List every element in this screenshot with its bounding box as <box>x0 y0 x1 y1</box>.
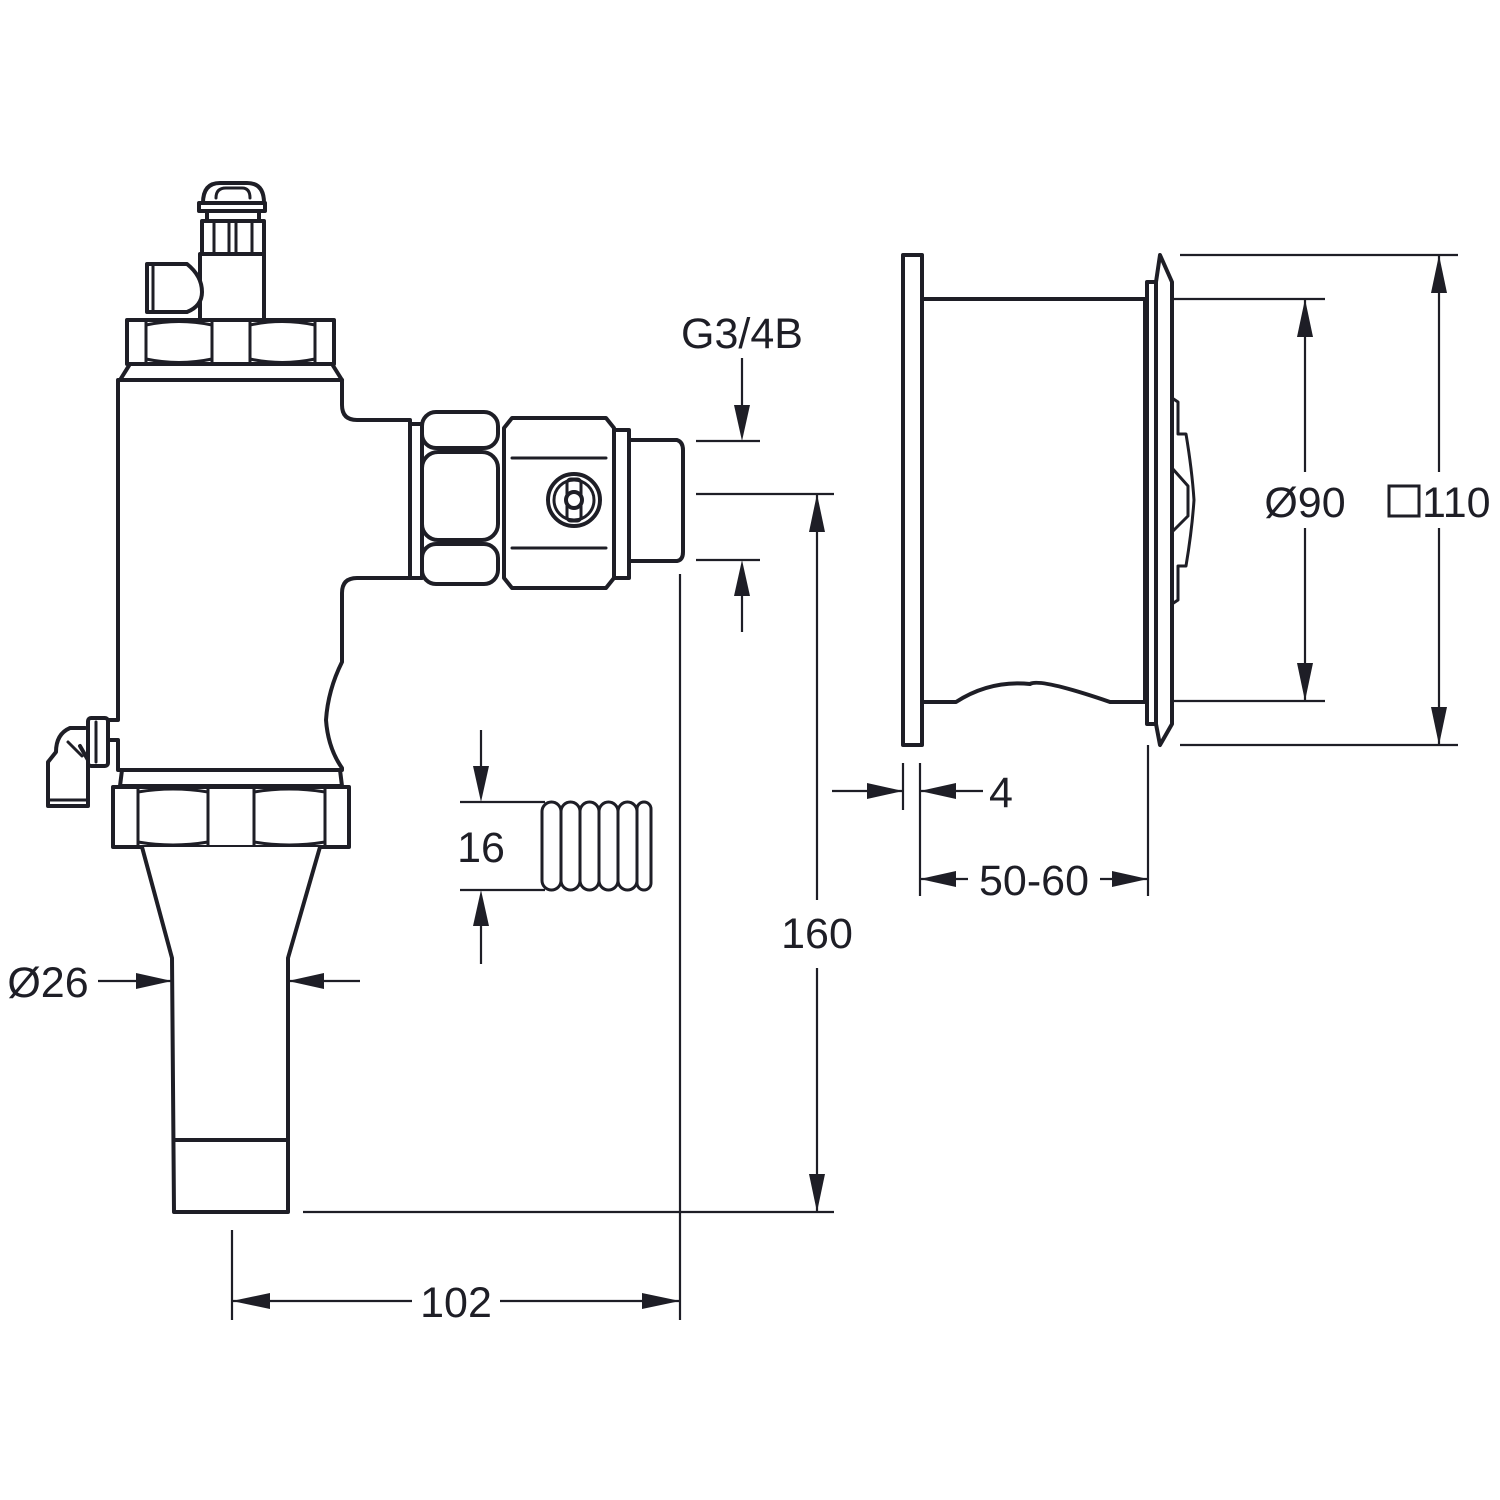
hose-detail: 16 <box>457 730 653 964</box>
wall-box <box>920 297 1147 704</box>
top-hex-nut <box>118 318 344 382</box>
plate-square-label: 110 <box>1422 479 1491 527</box>
horizontal-offset-label: 102 <box>420 1279 492 1327</box>
valve-body <box>106 378 412 772</box>
dim-plate-thickness: 4 <box>832 763 1013 896</box>
top-side-fitting <box>145 262 204 314</box>
dim-total-height: 160 <box>303 492 853 1214</box>
ball-valve <box>502 416 685 590</box>
button-diameter-label: Ø90 <box>1264 479 1345 527</box>
push-button <box>1170 396 1196 606</box>
dim-button-diameter: Ø90 <box>1172 297 1346 703</box>
dim-plate-square: 110 <box>1180 253 1491 747</box>
wall-box-assembly <box>901 253 1196 747</box>
cover-plate <box>1154 253 1174 747</box>
hose-diameter-label: 16 <box>457 824 505 872</box>
inlet-union-nut <box>408 410 500 586</box>
square-symbol-icon <box>1387 484 1421 518</box>
outlet-diameter-label: Ø26 <box>7 959 88 1007</box>
dim-thread: G3/4B <box>681 310 803 632</box>
bottom-side-fitting <box>46 716 110 808</box>
dim-horizontal-offset: 102 <box>230 574 682 1327</box>
outlet-tube <box>140 845 322 1214</box>
plate-thickness-label: 4 <box>989 769 1013 817</box>
dim-wall-depth: 50-60 <box>920 745 1150 905</box>
total-height-label: 160 <box>781 910 853 958</box>
thread-label: G3/4B <box>681 310 803 358</box>
dim-outlet-diameter: Ø26 <box>7 959 360 1007</box>
mounting-flange <box>901 253 924 747</box>
bottom-hex-nut <box>111 768 351 849</box>
wall-depth-label: 50-60 <box>979 857 1089 905</box>
top-cap <box>197 181 267 324</box>
valve-assembly <box>46 181 685 1214</box>
corrugated-hose <box>540 800 653 892</box>
